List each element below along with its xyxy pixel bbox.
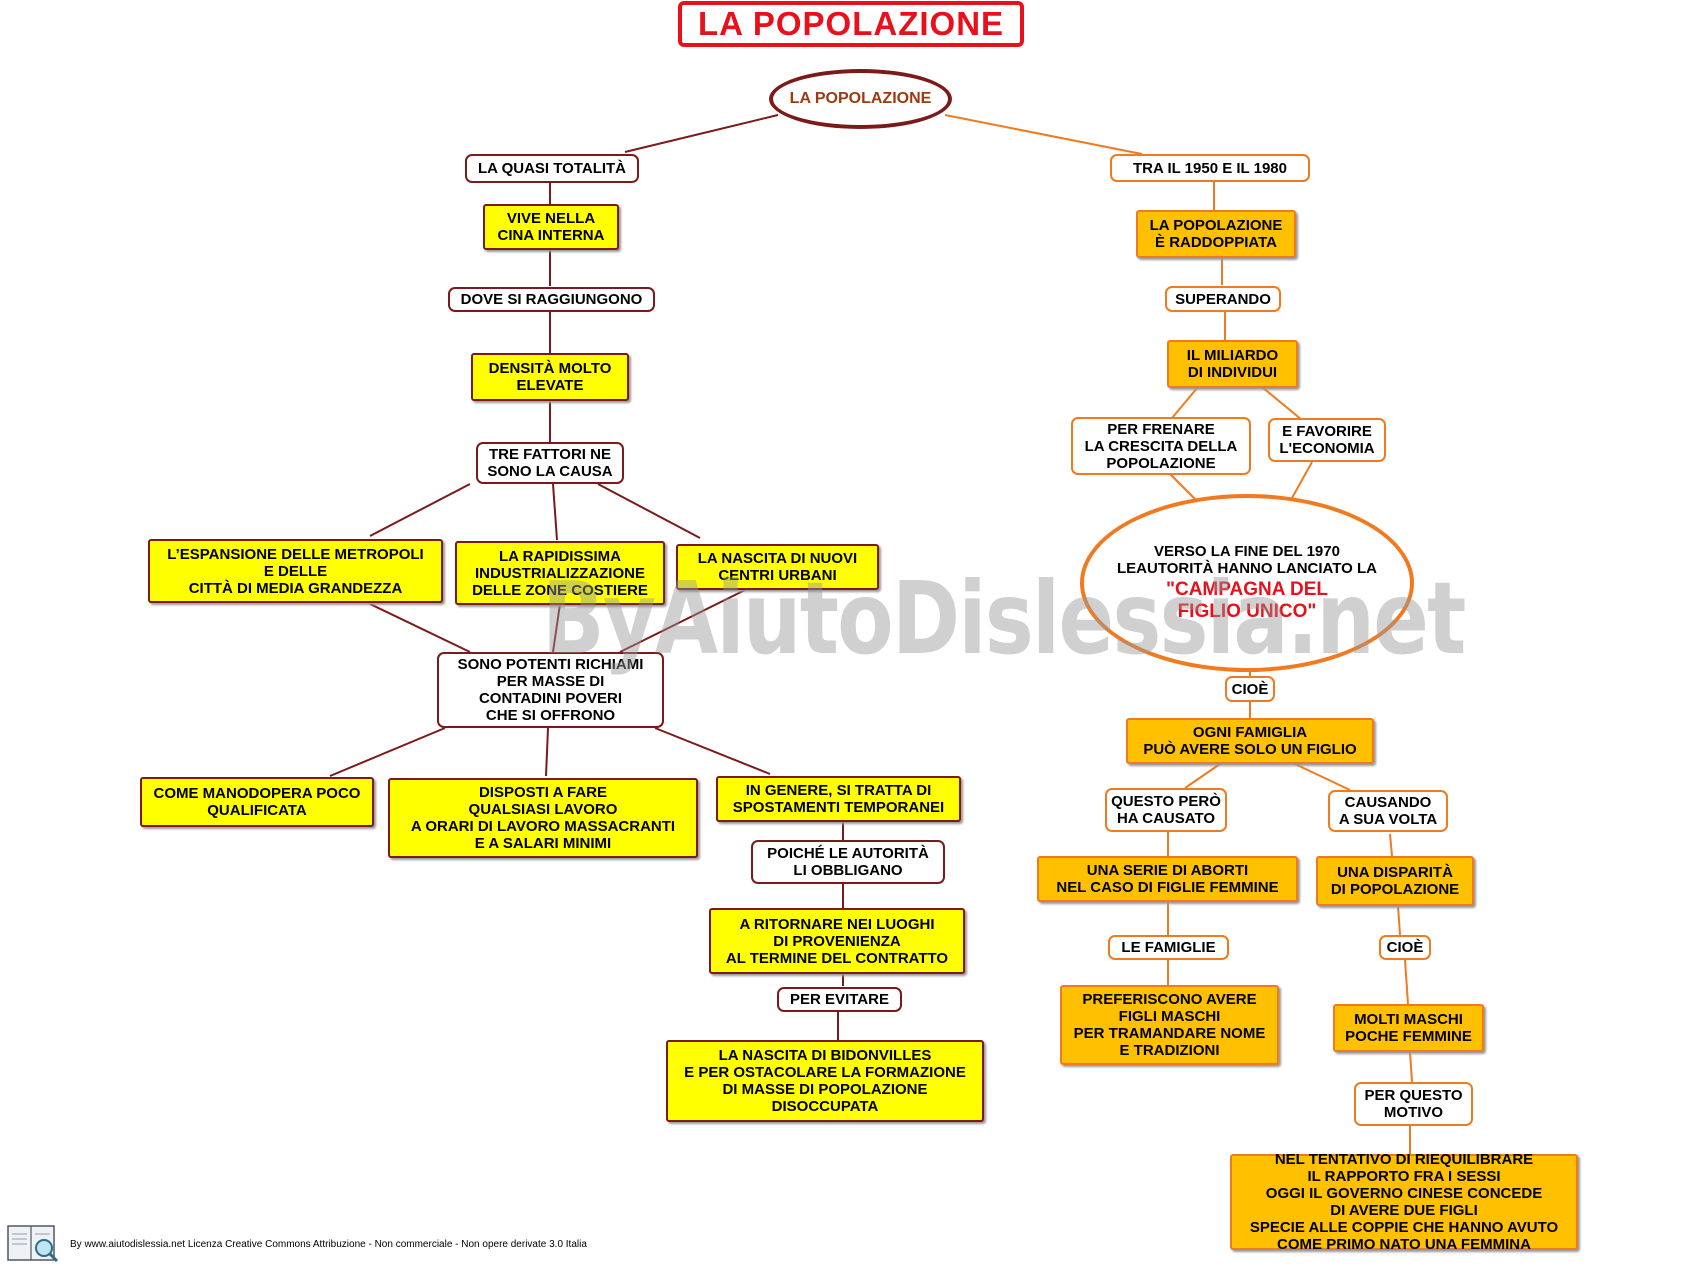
concept-disposti-qualsiasi-lavoro: DISPOSTI A FARE QUALSIASI LAVORO A ORARI… [388,778,698,858]
campaign-intro: VERSO LA FINE DEL 1970 LEAUTORITÀ HANNO … [1117,543,1377,577]
connector [1404,959,1409,1005]
concept-densita-elevate: DENSITÀ MOLTO ELEVATE [471,353,629,401]
connector [552,603,561,653]
concept-bidonvilles: LA NASCITA DI BIDONVILLES E PER OSTACOLA… [666,1040,984,1122]
link-per-evitare: PER EVITARE [777,987,902,1012]
connector [1409,1051,1413,1083]
link-per-questo-motivo: PER QUESTO MOTIVO [1354,1082,1473,1126]
link-questo-pero: QUESTO PERÒ HA CAUSATO [1105,788,1227,832]
concept-popolazione-raddoppiata: LA POPOLAZIONE È RADDOPPIATA [1136,210,1296,258]
page-title: LA POPOLAZIONE [678,1,1024,47]
connector [369,603,471,653]
concept-molti-maschi: MOLTI MASCHI POCHE FEMMINE [1333,1004,1484,1052]
connector [1169,473,1197,501]
connector [654,727,771,775]
concept-vive-cina-interna: VIVE NELLA CINA INTERNA [483,204,619,250]
root-node: LA POPOLAZIONE [769,69,952,129]
left-branch-connectors [329,114,844,1040]
connector [1171,386,1199,419]
connector [624,114,779,153]
connector [1291,461,1313,499]
link-dove-si-raggiungono: DOVE SI RAGGIUNGONO [448,287,655,312]
connector [329,727,446,777]
concept-campagna-figlio-unico: VERSO LA FINE DEL 1970 LEAUTORITÀ HANNO … [1080,494,1414,672]
link-causando: CAUSANDO A SUA VOLTA [1328,790,1448,832]
connector [1184,763,1221,789]
concept-manodopera: COME MANODOPERA POCO QUALIFICATA [140,777,374,827]
link-cioe-2: CIOÈ [1379,935,1431,960]
connector [1397,905,1401,936]
link-potenti-richiami: SONO POTENTI RICHIAMI PER MASSE DI CONTA… [437,652,664,728]
link-cioe: CIOÈ [1225,676,1275,702]
book-magnifier-icon [6,1222,60,1264]
concept-aborti: UNA SERIE DI ABORTI NEL CASO DI FIGLIE F… [1037,856,1298,902]
connector [1294,763,1351,791]
link-le-famiglie: LE FAMIGLIE [1108,935,1229,960]
connector [944,114,1143,155]
concept-solo-un-figlio: OGNI FAMIGLIA PUÒ AVERE SOLO UN FIGLIO [1126,718,1374,764]
concept-preferiscono-maschi: PREFERISCONO AVERE FIGLI MASCHI PER TRAM… [1060,985,1279,1065]
link-superando: SUPERANDO [1165,286,1281,312]
concept-disparita-popolazione: UNA DISPARITÀ DI POPOLAZIONE [1316,856,1474,906]
link-per-frenare: PER FRENARE LA CRESCITA DELLA POPOLAZION… [1071,417,1251,475]
connector [369,483,471,537]
campaign-name: "CAMPAGNA DEL FIGLIO UNICO" [1165,579,1329,622]
connector [1389,833,1393,857]
link-tre-fattori: TRE FATTORI NE SONO LA CAUSA [476,442,624,484]
concept-espansione-metropoli: L’ESPANSIONE DELLE METROPOLI E DELLE CIT… [148,539,443,603]
license-footer: By www.aiutodislessia.net Licenza Creati… [70,1239,587,1250]
connector [545,727,549,777]
connector [619,589,746,653]
connector [1261,386,1303,421]
connector [552,483,558,541]
concept-tentativo-riequilibrare: NEL TENTATIVO DI RIEQUILIBRARE IL RAPPOR… [1230,1151,1578,1253]
link-autorita-obbligano: POICHÉ LE AUTORITÀ LI OBBLIGANO [751,840,945,884]
concept-nascita-centri-urbani: LA NASCITA DI NUOVI CENTRI URBANI [676,544,879,590]
connector [597,483,701,539]
concept-miliardo-individui: IL MILIARDO DI INDIVIDUI [1167,340,1298,388]
concept-ritornare-luoghi: A RITORNARE NEI LUOGHI DI PROVENIENZA AL… [709,908,965,974]
concept-rapidissima-industrializzazione: LA RAPIDISSIMA INDUSTRIALIZZAZIONE DELLE… [455,541,665,605]
link-quasi-totalita: LA QUASI TOTALITÀ [465,154,639,183]
link-favorire-economia: E FAVORIRE L'ECONOMIA [1268,418,1386,462]
concept-spostamenti-temporanei: IN GENERE, SI TRATTA DI SPOSTAMENTI TEMP… [716,776,961,822]
right-branch-connectors [944,114,1413,1154]
link-tra-1950-1980: TRA IL 1950 E IL 1980 [1110,154,1310,182]
